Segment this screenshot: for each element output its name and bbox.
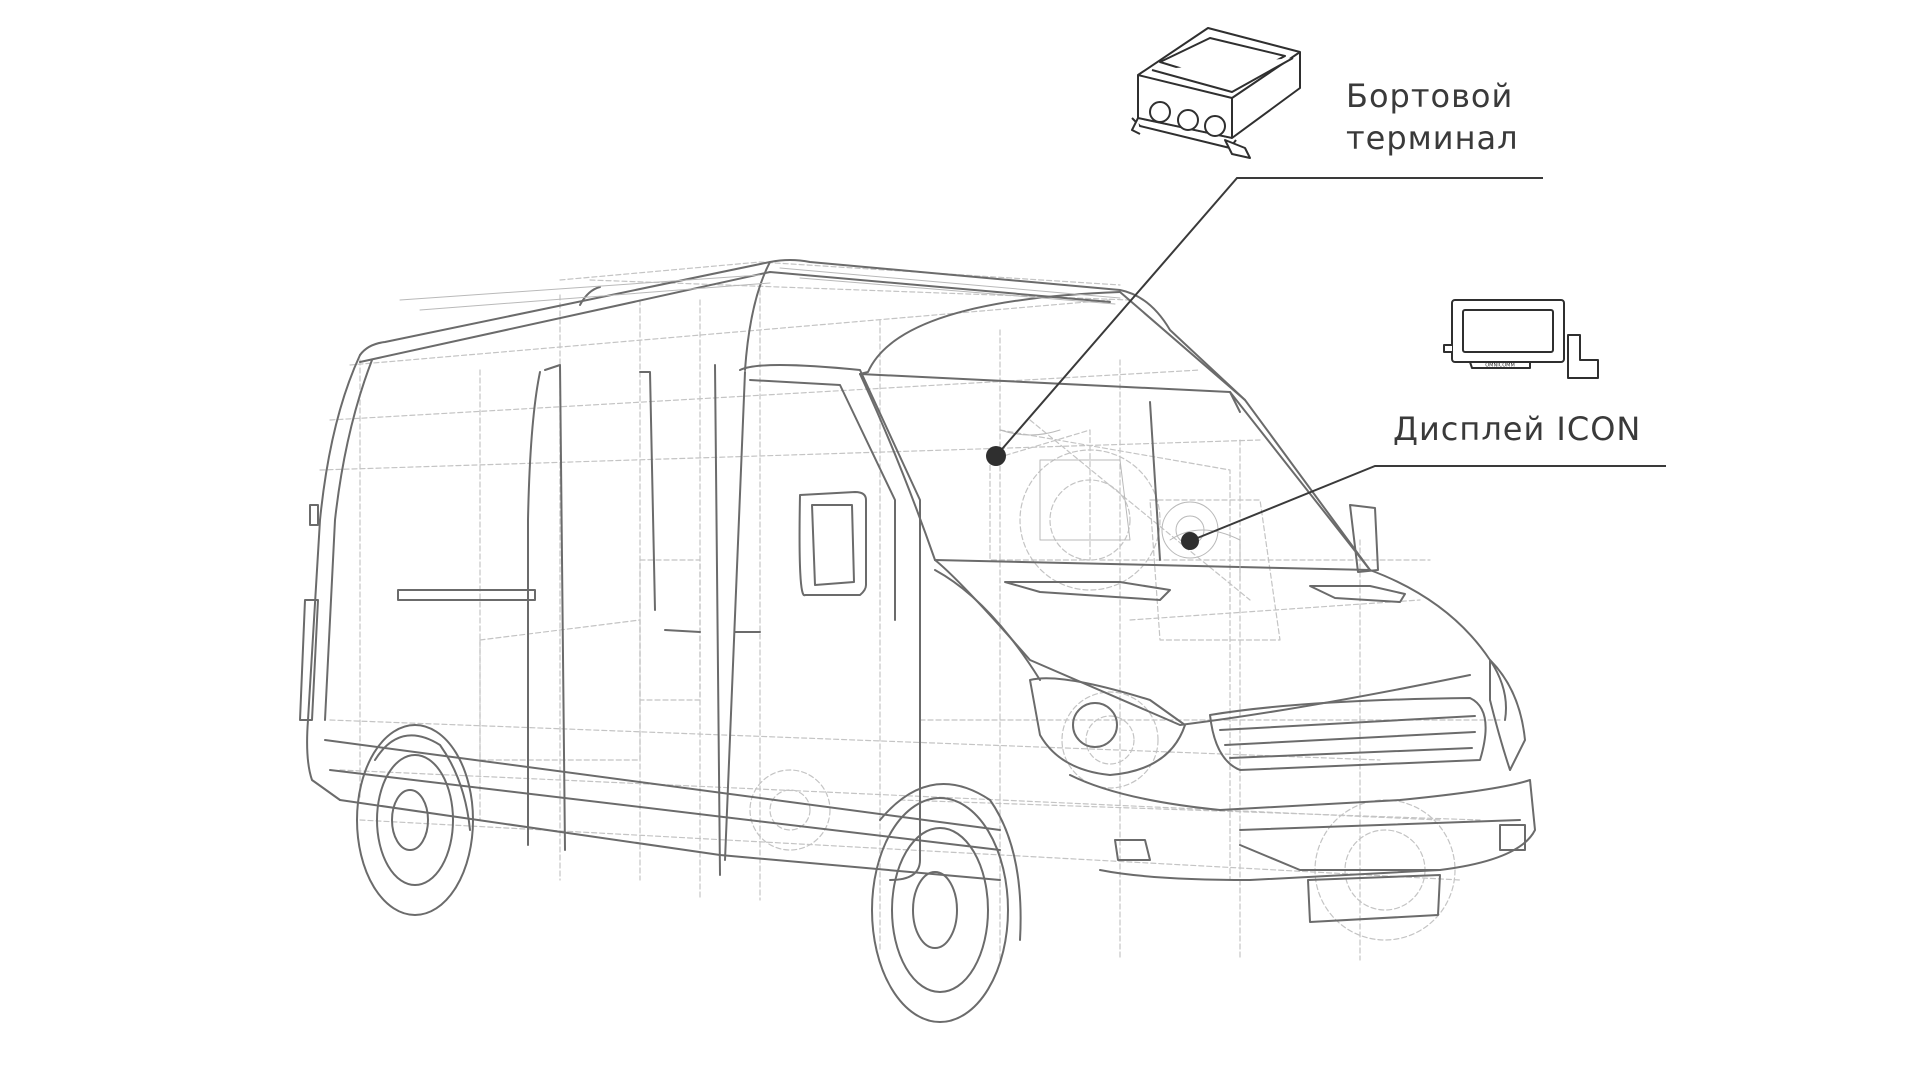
- display-brand-text: OMNICOMM: [1485, 363, 1515, 369]
- van-detail-lines: [399, 267, 1241, 581]
- terminal-device-icon: [1131, 27, 1301, 159]
- display-callout-label: Дисплей ICON: [1393, 410, 1642, 448]
- terminal-leader-line: [995, 177, 1543, 457]
- van-illustration: [299, 259, 1536, 1023]
- van-outline: [299, 259, 1536, 1023]
- van-hidden-lines: [319, 261, 1501, 961]
- display-device-icon: OMNICOMM: [1443, 299, 1599, 379]
- leader-lines: [995, 177, 1666, 542]
- terminal-location-marker: [986, 446, 1006, 466]
- display-leader-line: [1189, 465, 1666, 542]
- terminal-label-line1: Бортовой: [1346, 77, 1514, 115]
- terminal-callout-label: Бортовой терминал: [1346, 75, 1519, 159]
- display-location-marker: [1181, 532, 1199, 550]
- terminal-label-line2: терминал: [1346, 119, 1519, 157]
